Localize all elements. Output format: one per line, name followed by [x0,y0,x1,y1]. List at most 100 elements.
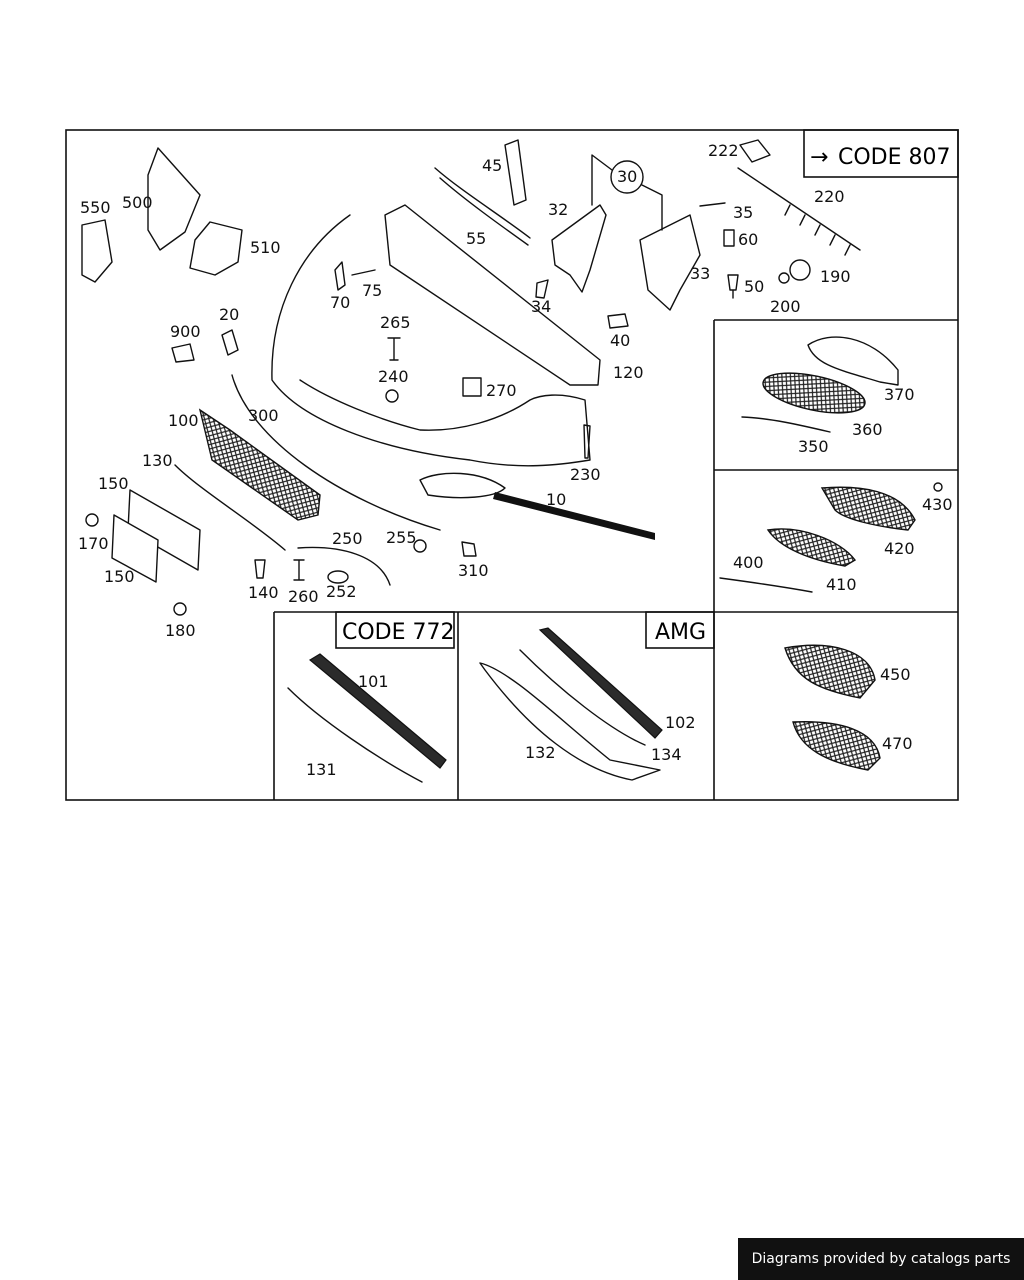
part-number-150a: 150 [98,474,129,493]
part-75-drawing [351,269,376,276]
part-70-drawing [334,261,346,291]
part-number-131: 131 [306,760,337,779]
part-35-drawing [699,202,726,207]
part-number-75: 75 [362,281,382,300]
part-number-310: 310 [458,561,489,580]
part-number-370: 370 [884,385,915,404]
part-33-drawing [639,214,701,311]
part-370-drawing [807,336,899,386]
footer-text: Diagrams provided by catalogs parts [751,1251,1011,1267]
part-number-102: 102 [665,713,696,732]
part-230-drawing [583,424,591,459]
part-222-drawing [739,139,771,163]
part-250-drawing [297,546,391,586]
part-number-10: 10 [546,490,566,509]
part-number-120: 120 [613,363,644,382]
part-410-drawing [766,528,857,567]
part-number-140: 140 [248,583,279,602]
part-40-drawing [607,313,629,329]
part-101-drawing [308,653,447,769]
part-550-drawing [81,219,113,283]
amg-label: AMG [655,620,706,645]
part-310-drawing [461,541,477,557]
part-150a-drawing [127,489,201,571]
part-190-drawing [789,259,811,281]
part-number-34: 34 [531,297,551,316]
part-number-252: 252 [326,582,357,601]
part-240-drawing [385,389,399,403]
part-470-drawing [792,721,881,771]
part-420-drawing [820,486,916,531]
part-400-drawing [719,577,813,593]
part-number-20: 20 [219,305,239,324]
part-number-300: 300 [248,406,279,425]
callout-leaders-30 [591,154,663,231]
part-number-50: 50 [744,277,764,296]
part-number-400: 400 [733,553,764,572]
part-55-drawing [434,167,531,246]
part-350-drawing [741,416,831,433]
part-10-fog-opening [419,472,506,499]
part-131-drawing [287,687,423,783]
part-220-drawing [737,167,861,256]
part-number-510: 510 [250,238,281,257]
part-number-255: 255 [386,528,417,547]
part-number-35: 35 [733,203,753,222]
part-number-470: 470 [882,734,913,753]
part-number-45: 45 [482,156,502,175]
part-360-drawing [762,372,866,414]
part-34-drawing [535,279,549,299]
part-450-drawing [784,644,876,699]
footer-credit: Diagrams provided by catalogs parts [738,1238,1024,1280]
part-32-drawing [551,204,607,293]
part-number-410: 410 [826,575,857,594]
part-number-420: 420 [884,539,915,558]
part-number-134: 134 [651,745,682,764]
part-120-drawing [384,204,601,386]
part-number-60: 60 [738,230,758,249]
part-50-drawing [727,274,739,299]
part-number-450: 450 [880,665,911,684]
part-number-101: 101 [358,672,389,691]
part-500-drawing [147,147,201,251]
part-number-500: 500 [122,193,153,212]
part-number-265: 265 [380,313,411,332]
part-430-drawing [933,482,943,492]
part-number-270: 270 [486,381,517,400]
part-132-drawing [479,662,661,781]
part-number-550: 550 [80,198,111,217]
part-number-220: 220 [814,187,845,206]
arrow-icon: → [810,145,828,170]
part-number-250: 250 [332,529,363,548]
part-number-222: 222 [708,141,739,160]
part-number-33: 33 [690,264,710,283]
arrow-to-10 [493,492,655,540]
part-130-drawing [174,464,286,551]
part-170-drawing [85,513,99,527]
part-265-drawing [387,337,401,361]
part-number-132: 132 [525,743,556,762]
part-number-150b: 150 [104,567,135,586]
part-140-drawing [254,559,266,579]
part-number-170: 170 [78,534,109,553]
part-number-230: 230 [570,465,601,484]
part-number-32: 32 [548,200,568,219]
part-200-drawing [778,272,790,284]
diagram-frame [65,129,959,801]
part-number-100: 100 [168,411,199,430]
part-60-drawing [723,229,735,247]
part-45-drawing [504,139,527,206]
part-300-drawing [231,374,441,531]
part-150b-drawing [111,514,159,583]
part-102-drawing [538,627,663,739]
part-260-drawing [293,559,305,581]
part-10-drawing [271,214,591,467]
part-number-900: 900 [170,322,201,341]
part-number-350: 350 [798,437,829,456]
part-number-430: 430 [922,495,953,514]
panel-dividers [273,129,959,800]
part-number-55: 55 [466,229,486,248]
part-number-130: 130 [142,451,173,470]
part-number-190: 190 [820,267,851,286]
